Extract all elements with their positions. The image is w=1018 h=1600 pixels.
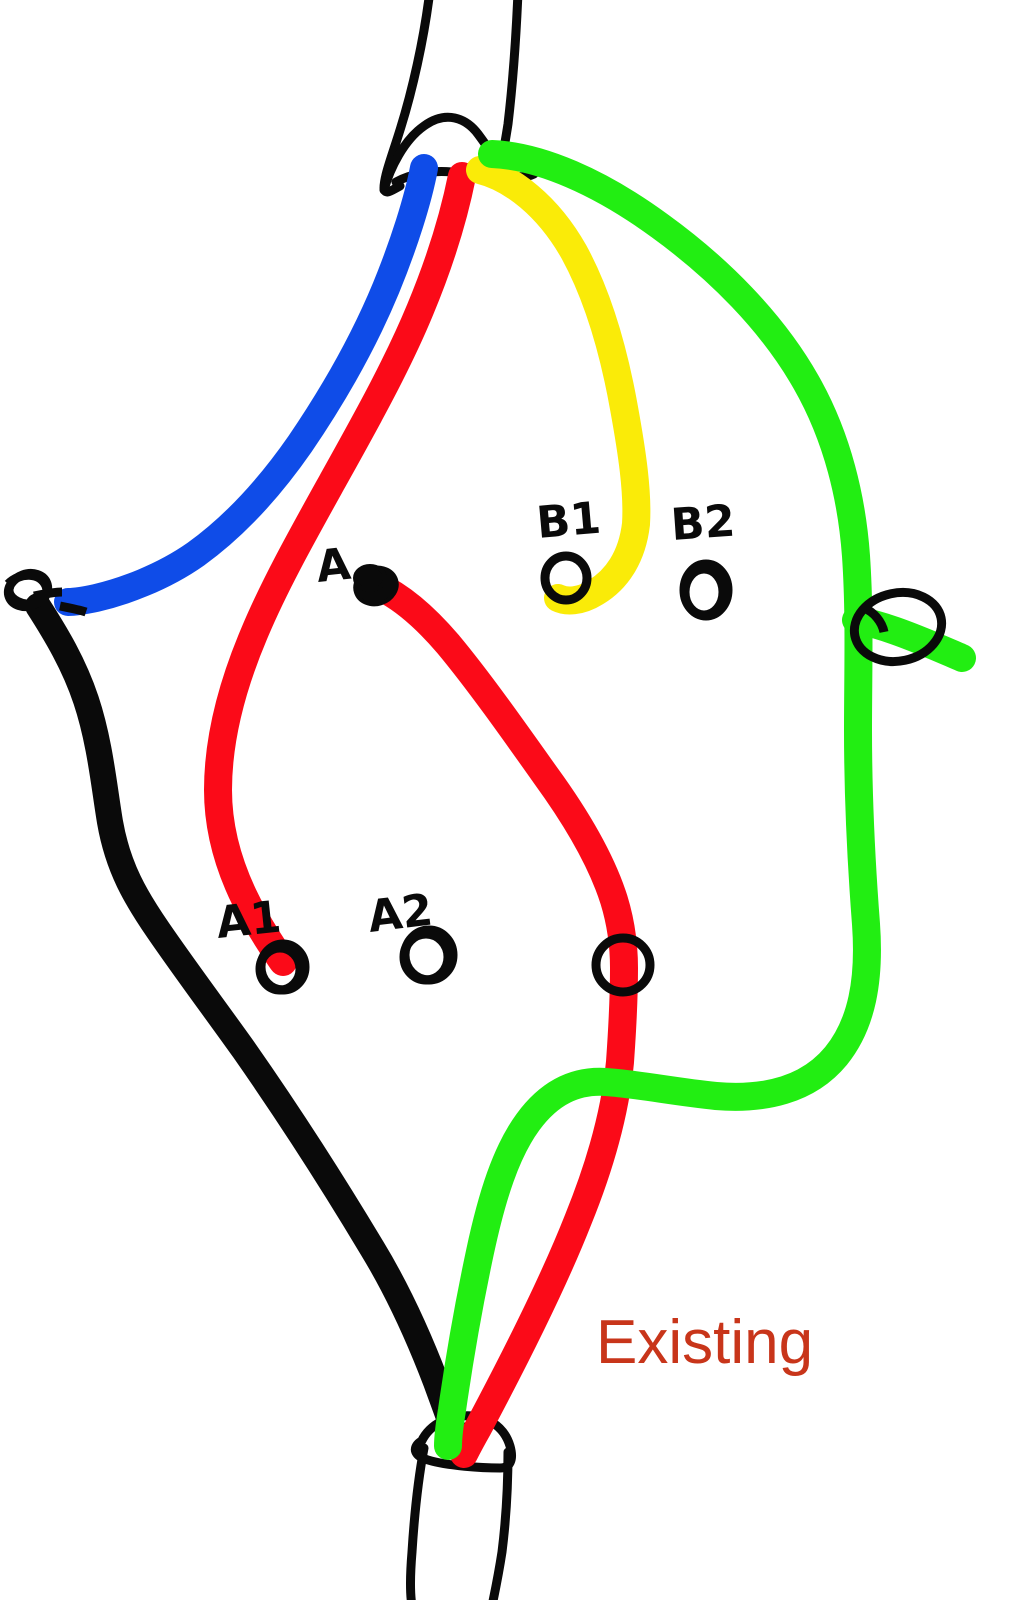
node-b2[interactable] [679,559,733,621]
label-a1: A1 [214,891,284,948]
label-a: A [314,539,353,593]
route-black [25,593,467,1445]
label-b2: B2 [669,496,737,551]
label-b1: B1 [535,493,603,549]
node-mid-right[interactable] [591,933,655,997]
node-a2[interactable] [399,925,458,985]
node-a-origin[interactable] [350,562,401,609]
route-blue [54,154,438,616]
node-a1[interactable] [255,939,310,995]
route-yellow [466,156,651,615]
label-a2: A2 [365,884,435,943]
route-red-branch [364,572,638,1468]
node-left-edge[interactable] [3,568,88,617]
route-red [204,162,476,976]
route-green [434,140,881,1460]
caption-existing: Existing [596,1308,814,1377]
node-b1[interactable] [540,551,592,605]
node-right-edge[interactable] [848,585,948,670]
